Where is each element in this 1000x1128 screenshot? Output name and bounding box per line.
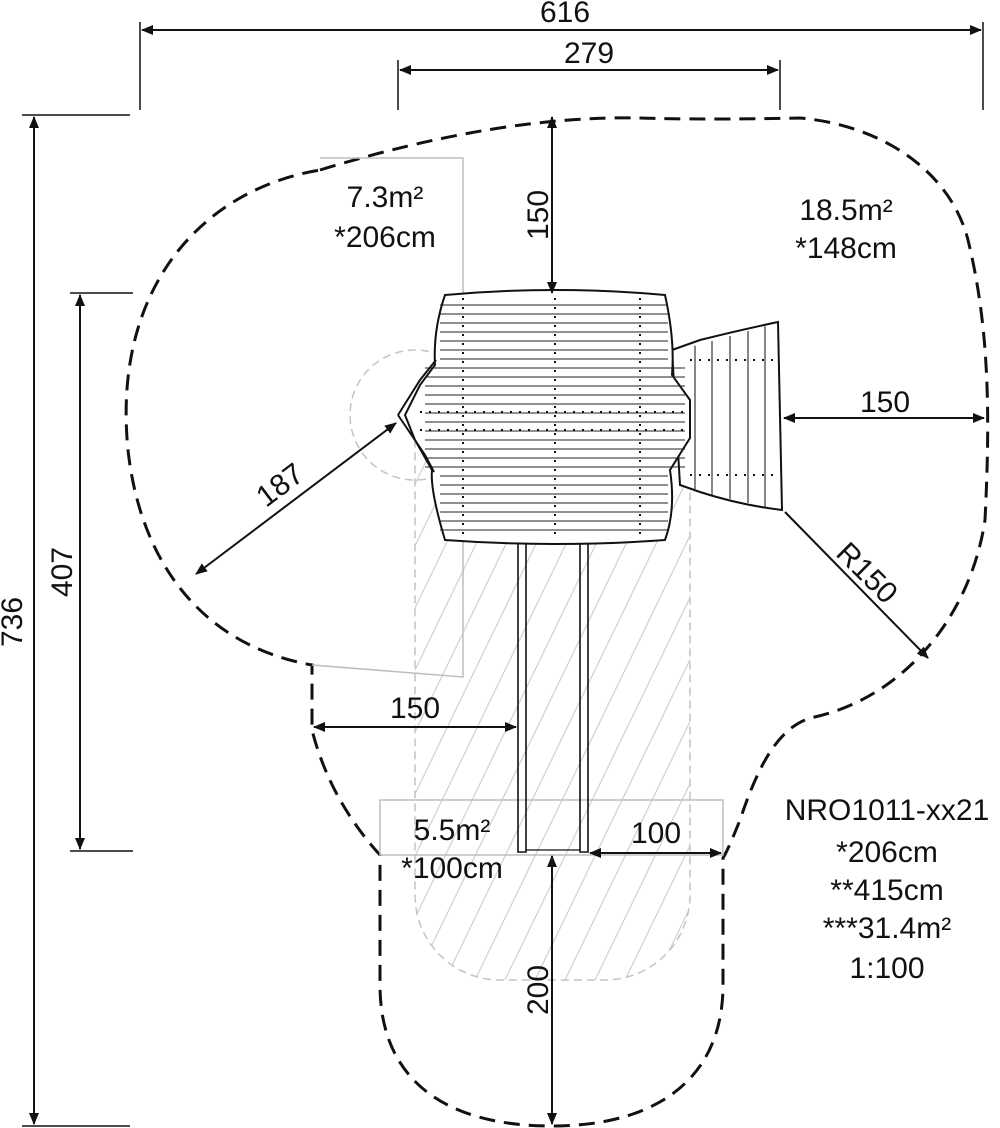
right-height-label: *148cm — [795, 232, 897, 265]
product-total-height: **415cm — [830, 874, 943, 907]
dim-top-clearance-label: 150 — [522, 190, 555, 240]
slide-rails — [517, 540, 589, 853]
dim-overall-width-label: 616 — [540, 0, 590, 29]
dimension-top-clearance: 150 — [522, 116, 557, 294]
dim-slide-end-label: 200 — [522, 965, 555, 1015]
product-scale: 1:100 — [849, 952, 924, 985]
tunnel — [670, 320, 784, 512]
dimension-radius-right: R150 — [784, 511, 929, 659]
product-total-area: ***31.4m² — [823, 912, 951, 945]
slide-area-label: 5.5m² — [414, 814, 491, 847]
dimension-slide-right-clearance: 100 — [589, 817, 722, 858]
dim-right-clearance-label: 150 — [860, 386, 910, 419]
dimension-slide-left-clearance: 150 — [313, 692, 517, 732]
platform-deck — [397, 289, 691, 545]
product-code: NRO1011-xx21 — [785, 794, 990, 827]
dimension-radius-left: 187 — [195, 422, 397, 575]
left-height-label: *206cm — [334, 221, 436, 254]
dimension-overall-height: 736 — [0, 114, 130, 1127]
product-info: NRO1011-xx21 *206cm **415cm ***31.4m² 1:… — [785, 794, 990, 985]
dimension-overall-width: 616 — [139, 0, 984, 110]
slide-height-label: *100cm — [401, 852, 503, 885]
dim-left-height-label: 407 — [46, 547, 79, 597]
dim-radius-right-label: R150 — [830, 536, 904, 610]
dim-slide-left-label: 150 — [390, 692, 440, 725]
dim-radius-left-label: 187 — [250, 457, 310, 513]
dimension-deck-width: 279 — [397, 37, 781, 110]
dim-slide-right-label: 100 — [631, 817, 681, 850]
dim-deck-width-label: 279 — [564, 37, 614, 70]
dimension-slide-end-clearance: 200 — [522, 855, 557, 1125]
safety-zone-outline — [124, 116, 990, 1128]
product-free-fall-height: *206cm — [836, 836, 938, 869]
dimension-left-height: 407 — [46, 292, 133, 852]
left-area-label: 7.3m² — [347, 181, 424, 214]
dim-overall-height-label: 736 — [0, 597, 29, 647]
dimension-right-clearance: 150 — [783, 386, 985, 423]
right-area-label: 18.5m² — [799, 194, 892, 227]
